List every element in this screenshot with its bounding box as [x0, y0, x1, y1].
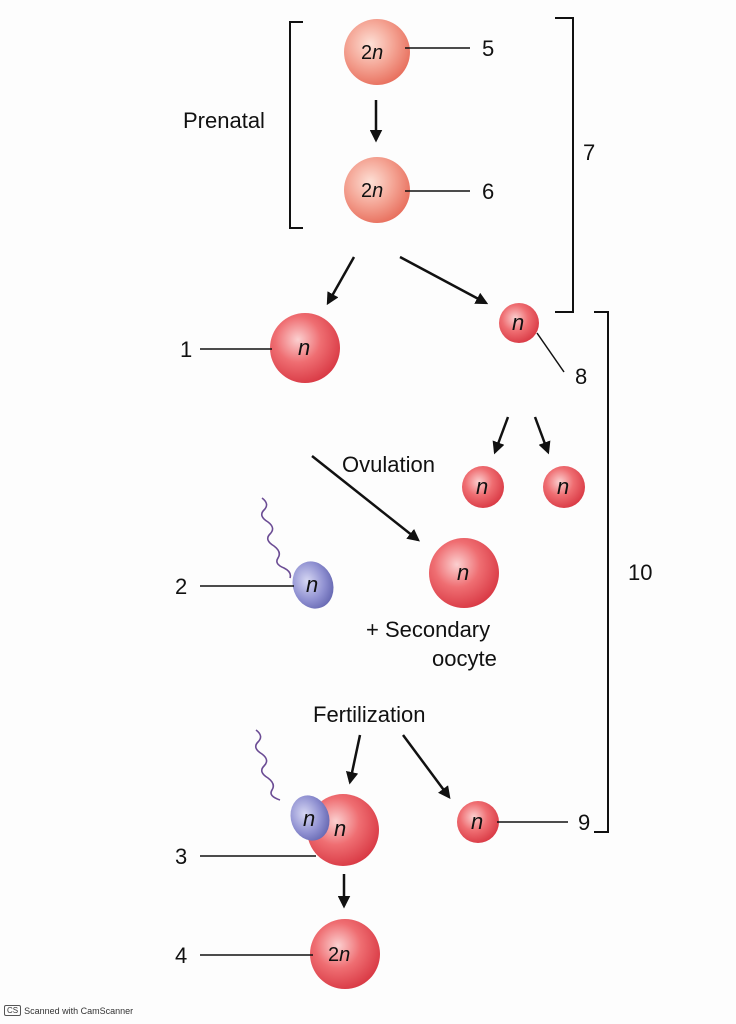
fertilization-label: Fertilization [313, 702, 425, 727]
label-4: 4 [175, 943, 187, 968]
label-10: 10 [628, 560, 652, 585]
ovulation-label: Ovulation [342, 452, 435, 477]
polar-body-right-ploidy: n [557, 474, 569, 499]
oogonium-ploidy: 2n [361, 42, 383, 64]
polar-body-right [543, 466, 585, 508]
sperm-2-ploidy: n [306, 572, 318, 597]
bracket-7 [555, 17, 574, 313]
scanner-footer: CS Scanned with CamScanner [4, 1005, 133, 1016]
sperm-3-head [290, 795, 330, 841]
label-9: 9 [578, 810, 590, 835]
prenatal-label: Prenatal [183, 108, 265, 133]
prenatal-bracket [289, 21, 303, 229]
arrow-to-cell-8 [399, 255, 489, 305]
polar-body-left [462, 466, 504, 508]
cell-1 [270, 313, 340, 383]
polar-body-left-ploidy: n [476, 474, 488, 499]
cell-4-zygote [310, 919, 380, 989]
sperm-3-tail [254, 729, 281, 801]
leader-8 [536, 332, 565, 373]
label-8: 8 [575, 364, 587, 389]
label-7: 7 [583, 140, 595, 165]
label-1: 1 [180, 337, 192, 362]
arrow-ovulation [311, 455, 420, 542]
primary-oocyte-cell [344, 157, 410, 223]
arrow-second-polar [401, 734, 451, 800]
oogonium-cell [344, 19, 410, 85]
secondary-oocyte-ploidy: n [457, 560, 469, 585]
arrow-polar-left [492, 416, 510, 455]
cell-3-ploidy: n [334, 816, 346, 841]
arrow-fertilization-down [345, 734, 362, 785]
cell-1-ploidy: n [298, 335, 310, 360]
sperm-2-head [292, 561, 334, 609]
label-2: 2 [175, 574, 187, 599]
label-6: 6 [482, 179, 494, 204]
label-5: 5 [482, 36, 494, 61]
bracket-10 [594, 311, 609, 833]
cell-9 [457, 801, 499, 843]
camscanner-badge: CS [4, 1005, 22, 1016]
camscanner-text: Scanned with CamScanner [24, 1005, 134, 1016]
cell-8-ploidy: n [512, 310, 524, 335]
secondary-oocyte-label: + Secondary [366, 617, 490, 642]
arrow-to-cell-1 [326, 256, 356, 306]
arrow-polar-right [533, 416, 551, 455]
zygote-ploidy: 2n [328, 944, 350, 966]
sperm-3-ploidy: n [303, 806, 315, 831]
cell-9-ploidy: n [471, 809, 483, 834]
cell-8 [499, 303, 539, 343]
label-3: 3 [175, 844, 187, 869]
oocyte-label: oocyte [432, 646, 497, 671]
secondary-oocyte-cell [429, 538, 499, 608]
primary-oocyte-ploidy: 2n [361, 180, 383, 202]
sperm-2-tail [260, 497, 292, 579]
